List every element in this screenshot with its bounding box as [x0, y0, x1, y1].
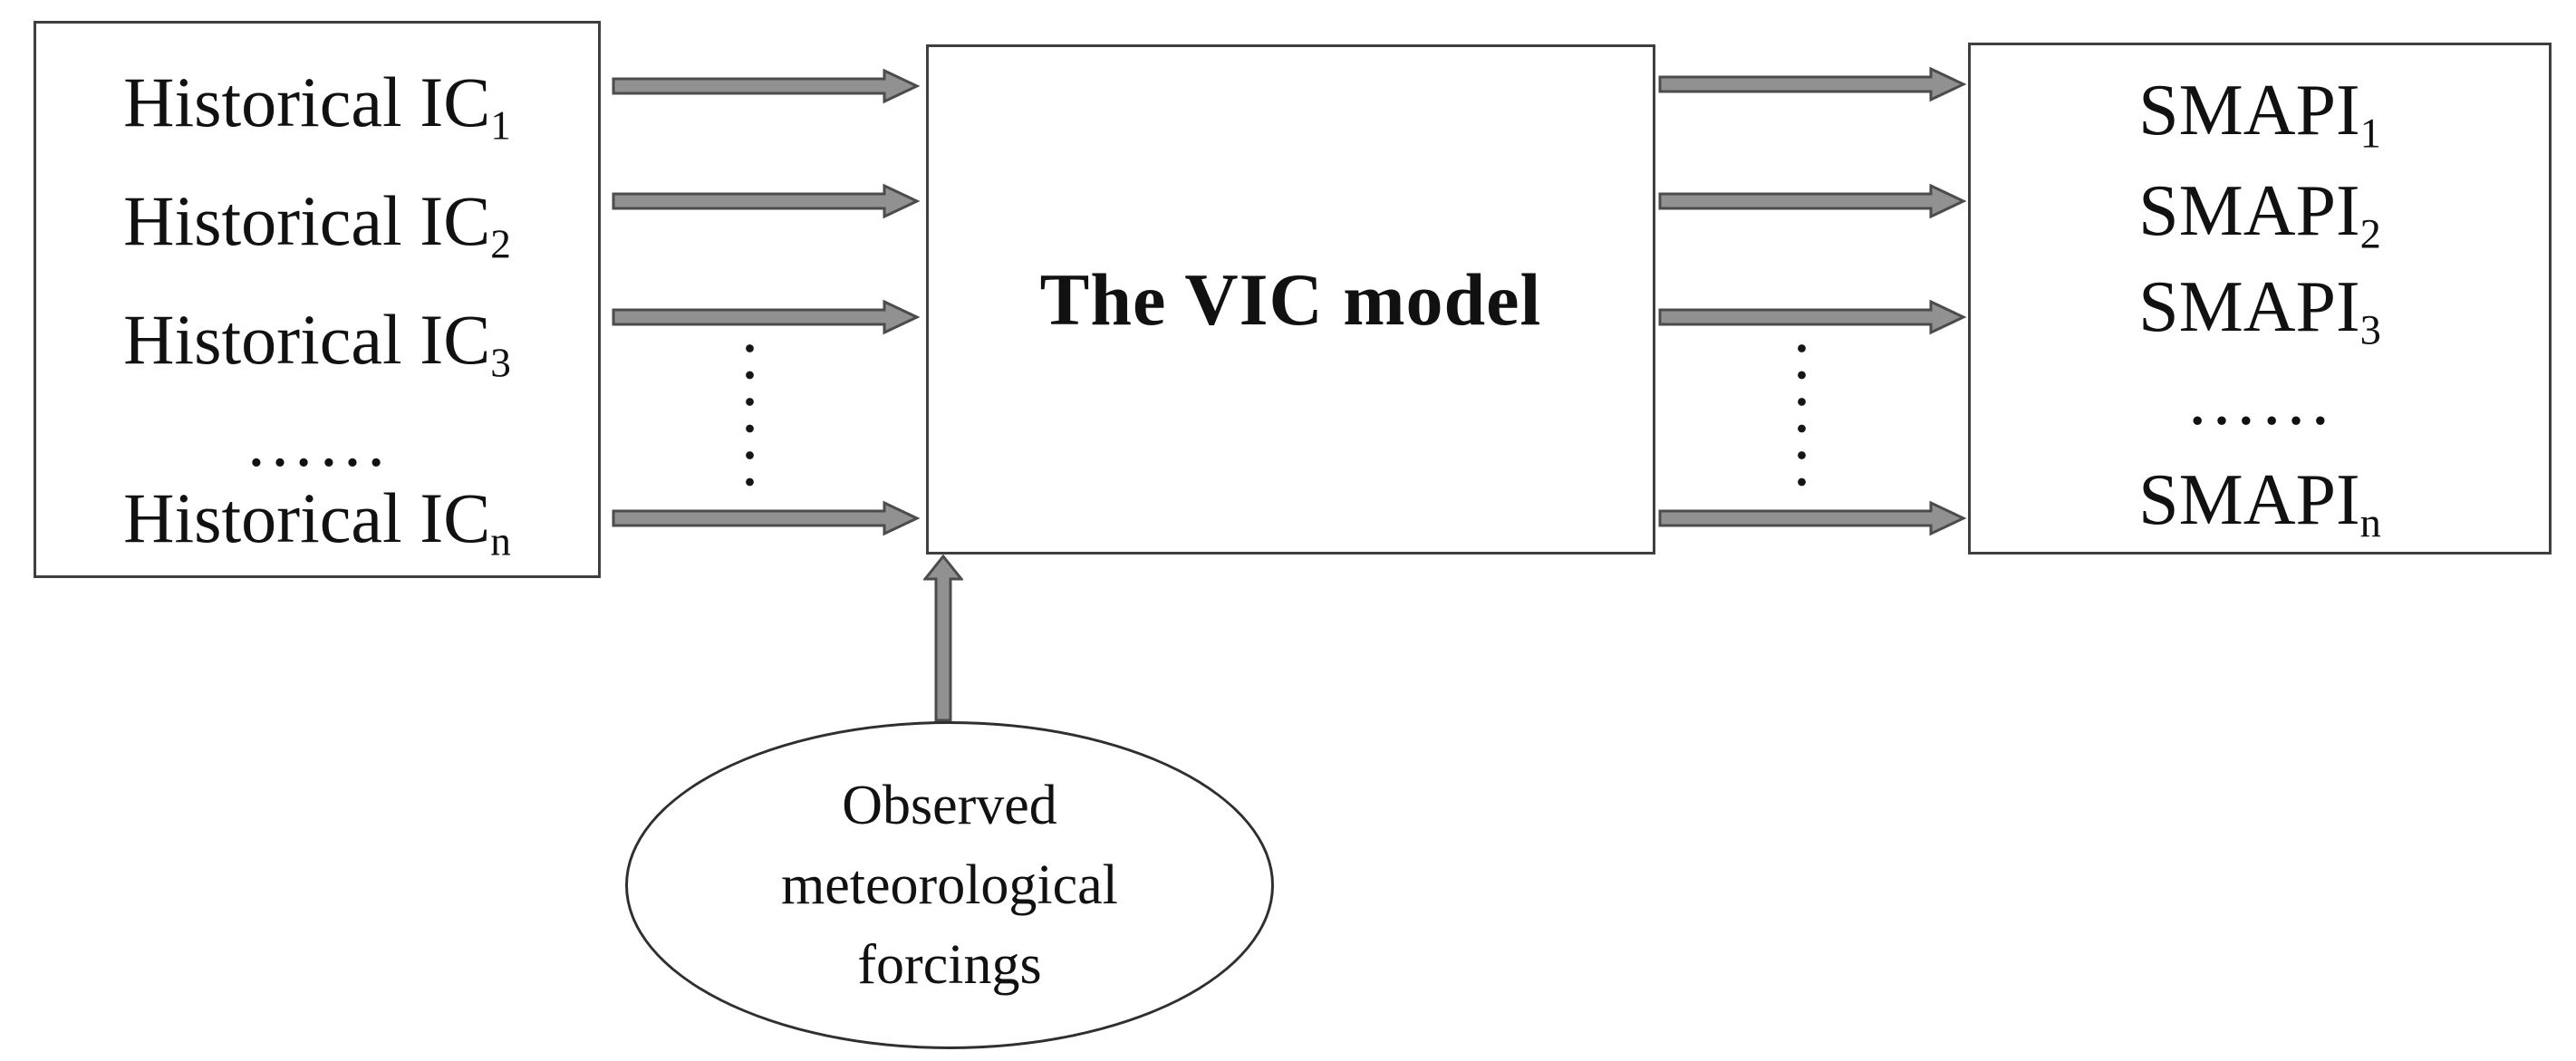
observed-forcings-ellipse: Observed meteorological forcings: [625, 721, 1274, 1049]
item-subscript: n: [2359, 500, 2381, 547]
item-text: Historical IC: [123, 478, 491, 558]
historical-ic-box: Historical IC1 Historical IC2 Historical…: [34, 21, 601, 578]
observed-forcings-label: Observed meteorological forcings: [781, 766, 1118, 1005]
smapi-box: SMAPI1 SMAPI2 SMAPI3 …… SMAPIn: [1968, 43, 2552, 555]
output-arrow-2-icon: [1658, 183, 1966, 219]
list-item: Historical IC2: [36, 186, 598, 265]
item-subscript: 2: [2359, 211, 2381, 258]
list-item: Historical IC1: [36, 67, 598, 147]
item-text: SMAPI: [2138, 170, 2360, 251]
list-item: SMAPI3: [1971, 271, 2549, 352]
item-text: SMAPI: [2138, 459, 2360, 540]
list-item: SMAPIn: [1971, 464, 2549, 545]
output-arrow-n-icon: [1658, 500, 1966, 536]
input-arrow-1-icon: [612, 68, 920, 104]
ellipsis-row: ……: [36, 407, 598, 477]
forcings-line-1: Observed: [842, 775, 1057, 836]
vertical-ellipsis-right: [1798, 344, 1806, 487]
vertical-ellipsis-left: [746, 344, 754, 487]
item-subscript: 1: [490, 102, 511, 149]
item-text: Historical IC: [123, 181, 491, 261]
input-arrow-n-icon: [612, 500, 920, 536]
list-item: Historical ICn: [36, 483, 598, 563]
list-item: SMAPI2: [1971, 175, 2549, 256]
forcings-arrow-up-icon: [923, 555, 963, 722]
vic-model-title: The VIC model: [1039, 257, 1542, 341]
item-subscript: n: [490, 518, 511, 564]
input-arrow-3-icon: [612, 299, 920, 335]
item-text: ……: [245, 402, 390, 481]
list-item: Historical IC3: [36, 304, 598, 384]
item-subscript: 3: [490, 340, 511, 386]
item-text: ……: [2185, 361, 2334, 440]
item-text: Historical IC: [123, 63, 491, 142]
item-text: SMAPI: [2138, 70, 2360, 150]
forcings-line-2: meteorological: [781, 854, 1118, 916]
output-arrow-1-icon: [1658, 66, 1966, 102]
vic-model-box: The VIC model: [926, 44, 1655, 555]
item-subscript: 1: [2359, 111, 2381, 158]
input-arrow-2-icon: [612, 183, 920, 219]
forcings-line-3: forcings: [857, 934, 1042, 996]
list-item: SMAPI1: [1971, 74, 2549, 156]
item-text: SMAPI: [2138, 266, 2360, 347]
item-subscript: 2: [490, 221, 511, 267]
item-text: Historical IC: [123, 300, 491, 380]
ellipsis-row: ……: [1971, 364, 2549, 437]
output-arrow-3-icon: [1658, 299, 1966, 335]
item-subscript: 3: [2359, 307, 2381, 354]
